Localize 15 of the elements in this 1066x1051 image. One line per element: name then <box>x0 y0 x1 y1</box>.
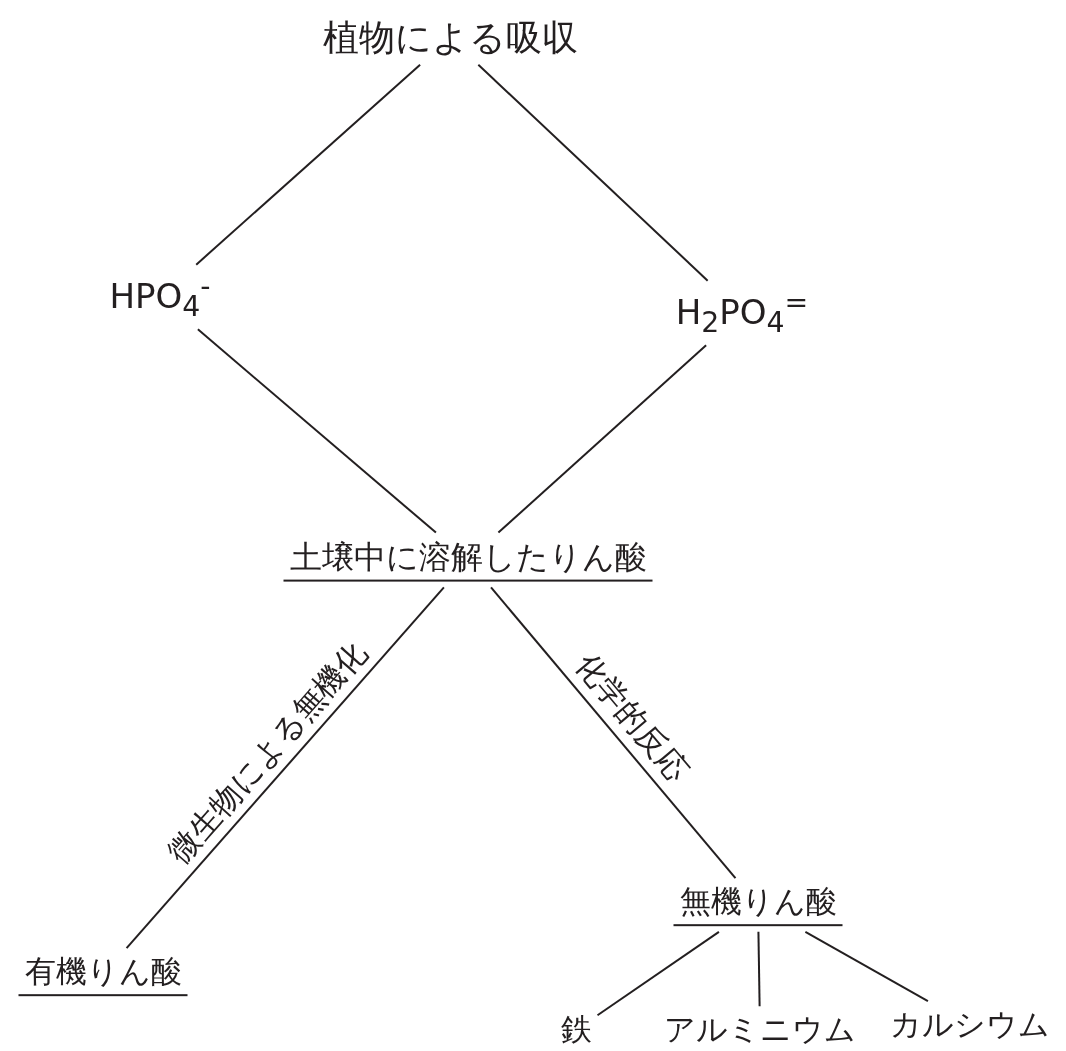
connector-line <box>757 930 761 1008</box>
node-label: 鉄 <box>560 1012 592 1048</box>
node-label: カルシウム <box>890 1007 1050 1043</box>
connector-line <box>596 930 720 1017</box>
node-label: アルミニウム <box>664 1012 856 1048</box>
connector-line <box>196 328 437 534</box>
underlined-label: 無機りん酸 <box>673 884 843 926</box>
connector-line <box>477 63 709 282</box>
connector-line <box>195 63 422 266</box>
underlined-label: 有機りん酸 <box>18 954 188 996</box>
connector-line <box>497 344 708 534</box>
node-label: 植物による吸収 <box>322 17 578 59</box>
connector-line <box>804 930 929 1003</box>
underlined-label: 土壌中に溶解したりん酸 <box>283 538 653 582</box>
connector-line <box>490 586 737 880</box>
